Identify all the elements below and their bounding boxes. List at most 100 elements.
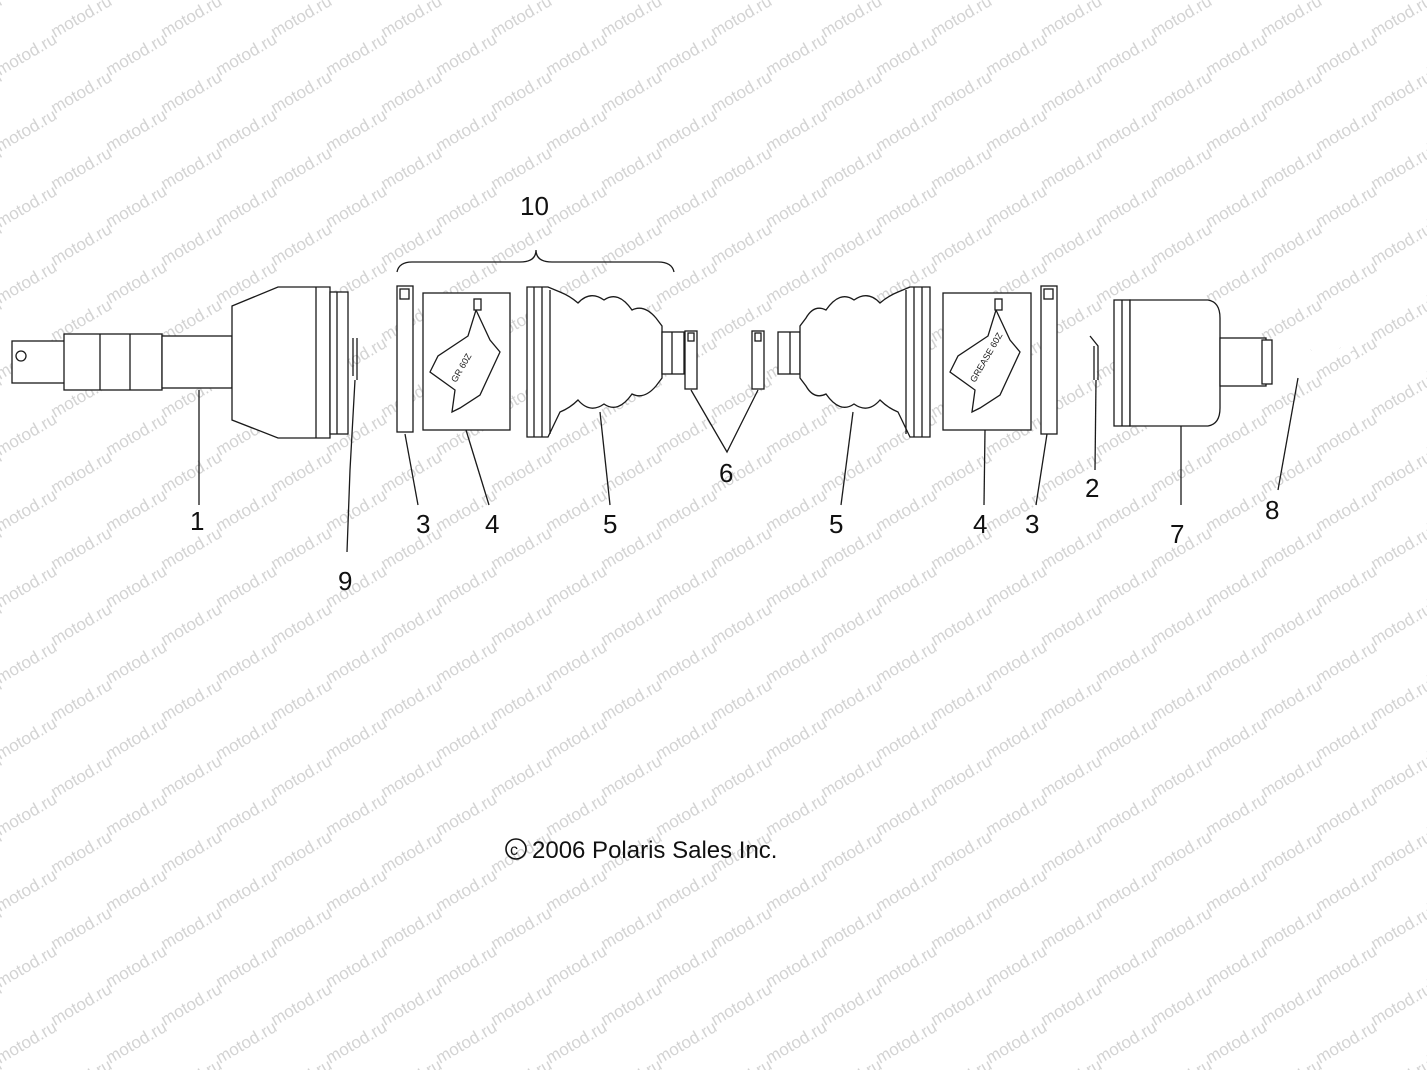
watermark-text: motod.ru	[268, 447, 336, 497]
watermark-text: motod.ru	[708, 979, 776, 1029]
watermark-text: motod.ru	[488, 599, 556, 649]
watermark-text: motod.ru	[1203, 105, 1271, 155]
watermark-text: motod.ru	[213, 561, 281, 611]
watermark-text: motod.ru	[873, 561, 941, 611]
watermark-text: motod.ru	[268, 1055, 336, 1070]
watermark-text: motod.ru	[158, 143, 226, 193]
watermark-text: motod.ru	[1368, 903, 1427, 953]
watermark-text: motod.ru	[213, 105, 281, 155]
watermark-text: motod.ru	[653, 29, 721, 79]
watermark-text: motod.ru	[48, 827, 116, 877]
watermark-text: motod.ru	[653, 257, 721, 307]
watermark-text: motod.ru	[103, 713, 171, 763]
watermark-text: motod.ru	[818, 0, 886, 41]
watermark-text: motod.ru	[1038, 599, 1106, 649]
watermark-text: motod.ru	[268, 219, 336, 269]
watermark-text: motod.ru	[488, 979, 556, 1029]
watermark-text: motod.ru	[433, 29, 501, 79]
watermark-text: motod.ru	[928, 0, 996, 41]
watermark-text: motod.ru	[873, 713, 941, 763]
watermark-text: motod.ru	[873, 637, 941, 687]
watermark-text: motod.ru	[763, 0, 831, 3]
watermark-text: motod.ru	[103, 1017, 171, 1067]
watermark-text: motod.ru	[323, 1017, 391, 1067]
watermark-text: motod.ru	[48, 67, 116, 117]
watermark-text: motod.ru	[1258, 979, 1326, 1029]
part-3-left-clamp	[397, 286, 413, 432]
watermark-text: motod.ru	[543, 713, 611, 763]
watermark-text: motod.ru	[103, 637, 171, 687]
watermark-text: motod.ru	[928, 979, 996, 1029]
watermark-text: motod.ru	[543, 181, 611, 231]
watermark-text: motod.ru	[763, 485, 831, 535]
watermark-text: motod.ru	[433, 865, 501, 915]
watermark-text: motod.ru	[0, 485, 60, 535]
watermark-text: motod.ru	[103, 105, 171, 155]
watermark-text: motod.ru	[1313, 789, 1381, 839]
watermark-text: motod.ru	[983, 637, 1051, 687]
watermark-text: motod.ru	[983, 941, 1051, 991]
watermark-text: motod.ru	[1258, 219, 1326, 269]
watermark-text: motod.ru	[158, 67, 226, 117]
watermark-text: motod.ru	[103, 0, 171, 3]
watermark-text: motod.ru	[103, 865, 171, 915]
watermark-text: motod.ru	[708, 295, 776, 345]
callout-10: 10	[520, 191, 549, 221]
watermark-text: motod.ru	[488, 67, 556, 117]
watermark-text: motod.ru	[488, 675, 556, 725]
watermark-text: motod.ru	[598, 979, 666, 1029]
watermark-text: motod.ru	[818, 751, 886, 801]
watermark-text: motod.ru	[818, 827, 886, 877]
callout-5-left: 5	[603, 509, 617, 539]
watermark-text: motod.ru	[488, 751, 556, 801]
watermark-text: motod.ru	[1038, 1055, 1106, 1070]
watermark-text: motod.ru	[598, 751, 666, 801]
watermark-text: motod.ru	[158, 827, 226, 877]
watermark-text: motod.ru	[378, 0, 446, 41]
watermark-text: motod.ru	[928, 143, 996, 193]
watermark-text: motod.ru	[1368, 0, 1427, 41]
watermark-text: motod.ru	[1258, 447, 1326, 497]
part-4-right-grease-packet: GREASE 60Z	[943, 293, 1031, 430]
watermark-text: motod.ru	[48, 143, 116, 193]
watermark-text: motod.ru	[653, 713, 721, 763]
watermark-text: motod.ru	[598, 447, 666, 497]
watermark-text: motod.ru	[653, 789, 721, 839]
watermark-text: motod.ru	[873, 485, 941, 535]
watermark-text: motod.ru	[433, 181, 501, 231]
watermark-text: motod.ru	[268, 979, 336, 1029]
part-3-right-clamp	[1041, 286, 1057, 434]
watermark-text: motod.ru	[48, 447, 116, 497]
watermark-text: motod.ru	[1203, 485, 1271, 535]
watermark-text: motod.ru	[763, 789, 831, 839]
watermark-text: motod.ru	[268, 67, 336, 117]
watermark-text: motod.ru	[0, 941, 60, 991]
watermark-text: motod.ru	[763, 257, 831, 307]
watermark-text: motod.ru	[928, 67, 996, 117]
watermark-text: motod.ru	[928, 827, 996, 877]
watermark-text: motod.ru	[378, 143, 446, 193]
watermark-text: motod.ru	[1038, 523, 1106, 573]
watermark-text: motod.ru	[378, 67, 446, 117]
watermark-text: motod.ru	[1368, 523, 1427, 573]
watermark-text: motod.ru	[1093, 865, 1161, 915]
watermark-text: motod.ru	[0, 105, 60, 155]
watermark-text: motod.ru	[1038, 751, 1106, 801]
watermark-text: motod.ru	[818, 67, 886, 117]
watermark-text: motod.ru	[158, 979, 226, 1029]
watermark-text: motod.ru	[0, 257, 60, 307]
watermark-text: motod.ru	[983, 713, 1051, 763]
watermark-text: motod.ru	[488, 143, 556, 193]
watermark-text: motod.ru	[1258, 295, 1326, 345]
watermark-text: motod.ru	[983, 29, 1051, 79]
watermark-text: motod.ru	[323, 485, 391, 535]
watermark-text: motod.ru	[1258, 523, 1326, 573]
watermark-text: motod.ru	[48, 751, 116, 801]
watermark-text: motod.ru	[1258, 675, 1326, 725]
watermark-text: motod.ru	[763, 713, 831, 763]
watermark-text: motod.ru	[928, 599, 996, 649]
watermark-text: motod.ru	[213, 485, 281, 535]
watermark-text: motod.ru	[268, 599, 336, 649]
